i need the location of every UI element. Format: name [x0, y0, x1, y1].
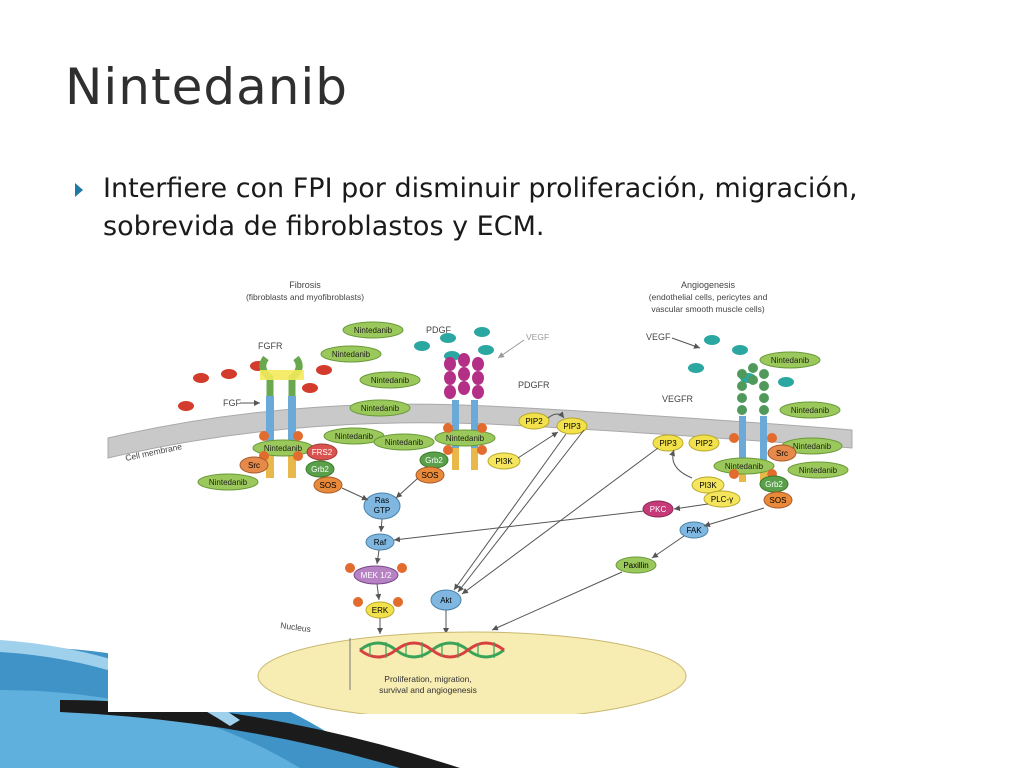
svg-text:PLC-γ: PLC-γ — [711, 495, 733, 504]
pip2-node-mid: PIP2 — [518, 412, 550, 430]
svg-text:Nintedanib: Nintedanib — [264, 444, 303, 453]
nintedanib-oval: Nintedanib — [342, 321, 404, 339]
nintedanib-oval: Nintedanib — [779, 401, 841, 419]
fgfr-label: FGFR — [258, 341, 283, 351]
grb2-node-right: Grb2 — [759, 475, 789, 493]
bullet-text: Interfiere con FPI por disminuir prolife… — [103, 173, 858, 242]
sos-node-right: SOS — [763, 491, 793, 509]
svg-text:PI3K: PI3K — [495, 457, 513, 466]
svg-text:Grb2: Grb2 — [765, 480, 783, 489]
svg-text:SOS: SOS — [770, 496, 787, 505]
svg-text:FRS2: FRS2 — [312, 448, 333, 457]
svg-text:PIP2: PIP2 — [695, 439, 713, 448]
paxillin-node: Paxillin — [615, 556, 657, 574]
pip3-node-right: PIP3 — [652, 434, 684, 452]
pi3k-node-right: PI3K — [691, 476, 725, 494]
grb2-node-mid: Grb2 — [419, 451, 449, 469]
svg-text:Nintedanib: Nintedanib — [209, 478, 248, 487]
triangle-bullet-icon — [75, 183, 83, 197]
pdgf-label: PDGF — [426, 325, 452, 335]
svg-text:PIP2: PIP2 — [525, 417, 543, 426]
svg-text:PIP3: PIP3 — [563, 422, 581, 431]
svg-text:Grb2: Grb2 — [425, 456, 443, 465]
angiogenesis-subtitle-1: (endothelial cells, pericytes and — [649, 292, 768, 302]
pip2-node-right: PIP2 — [688, 434, 720, 452]
svg-text:Ras: Ras — [375, 496, 389, 505]
svg-text:PI3K: PI3K — [699, 481, 717, 490]
outcome-text-2: survival and angiogenesis — [379, 685, 477, 695]
angiogenesis-title: Angiogenesis — [681, 280, 736, 290]
frs2-node: FRS2 — [306, 443, 338, 461]
fibrosis-title: Fibrosis — [289, 280, 321, 290]
svg-text:SOS: SOS — [320, 481, 337, 490]
nintedanib-oval: Nintedanib — [359, 371, 421, 389]
vegfr-label: VEGFR — [662, 394, 694, 404]
svg-text:SOS: SOS — [422, 471, 439, 480]
svg-text:Nintedanib: Nintedanib — [335, 432, 374, 441]
pdgfr-label: PDGFR — [518, 380, 550, 390]
svg-text:ERK: ERK — [372, 606, 389, 615]
nucleus-label: Nucleus — [280, 620, 312, 634]
akt-node: Akt — [430, 589, 462, 611]
nintedanib-oval: Nintedanib — [320, 345, 382, 363]
nintedanib-oval: Nintedanib — [349, 399, 411, 417]
grb2-node-left: Grb2 — [305, 460, 335, 478]
nintedanib-oval: Nintedanib — [787, 461, 849, 479]
nintedanib-oval: Nintedanib — [373, 433, 435, 451]
svg-text:Nintedanib: Nintedanib — [361, 404, 400, 413]
vegf-label-left: VEGF — [526, 332, 549, 342]
raf-node: Raf — [365, 533, 395, 551]
svg-text:Nintedanib: Nintedanib — [371, 376, 410, 385]
src-node-left: Src — [239, 456, 269, 474]
plc-gamma-node: PLC-γ — [703, 490, 741, 508]
svg-text:PKC: PKC — [650, 505, 667, 514]
svg-text:Nintedanib: Nintedanib — [385, 438, 424, 447]
sos-node-left: SOS — [313, 476, 343, 494]
nintedanib-oval: Nintedanib — [434, 429, 496, 447]
svg-text:Akt: Akt — [440, 596, 452, 605]
fak-node: FAK — [679, 521, 709, 539]
fgf-label: FGF — [223, 398, 241, 408]
signaling-arrows — [341, 411, 765, 634]
erk-node: ERK — [365, 601, 395, 619]
svg-text:FAK: FAK — [686, 526, 702, 535]
svg-text:Nintedanib: Nintedanib — [791, 406, 830, 415]
svg-text:Src: Src — [776, 449, 788, 458]
svg-text:Paxillin: Paxillin — [623, 561, 648, 570]
svg-text:Src: Src — [248, 461, 260, 470]
svg-text:Nintedanib: Nintedanib — [799, 466, 838, 475]
pdgfr-receptor — [444, 353, 484, 470]
dna-helix-icon — [359, 641, 505, 659]
svg-text:Nintedanib: Nintedanib — [354, 326, 393, 335]
fibrosis-subtitle: (fibroblasts and myofibroblasts) — [246, 292, 364, 302]
nintedanib-oval: Nintedanib — [759, 351, 821, 369]
slide-title: Nintedanib — [65, 58, 349, 116]
angiogenesis-subtitle-2: vascular smooth muscle cells) — [651, 304, 765, 314]
nintedanib-oval: Nintedanib — [713, 457, 775, 475]
nintedanib-pathway-diagram: Fibrosis (fibroblasts and myofibroblasts… — [88, 278, 856, 714]
svg-text:Raf: Raf — [374, 538, 387, 547]
pdgf-ligands — [414, 327, 494, 361]
nintedanib-oval: Nintedanib — [197, 473, 259, 491]
pip3-node-mid: PIP3 — [556, 417, 588, 435]
svg-text:Nintedanib: Nintedanib — [771, 356, 810, 365]
svg-text:Nintedanib: Nintedanib — [332, 350, 371, 359]
svg-text:Grb2: Grb2 — [311, 465, 329, 474]
svg-text:MEK 1/2: MEK 1/2 — [361, 571, 392, 580]
outcome-text-1: Proliferation, migration, — [384, 674, 471, 684]
vegf-label-right: VEGF — [646, 332, 671, 342]
src-node-right: Src — [767, 444, 797, 462]
pi3k-node-mid: PI3K — [487, 452, 521, 470]
sos-node-mid: SOS — [415, 466, 445, 484]
svg-text:Nintedanib: Nintedanib — [793, 442, 832, 451]
fgfr-receptor — [259, 355, 304, 478]
svg-text:Nintedanib: Nintedanib — [725, 462, 764, 471]
svg-text:PIP3: PIP3 — [659, 439, 677, 448]
mek-node: MEK 1/2 — [353, 565, 399, 585]
svg-text:Nintedanib: Nintedanib — [446, 434, 485, 443]
svg-text:GTP: GTP — [374, 506, 390, 515]
pkc-node: PKC — [642, 500, 674, 518]
